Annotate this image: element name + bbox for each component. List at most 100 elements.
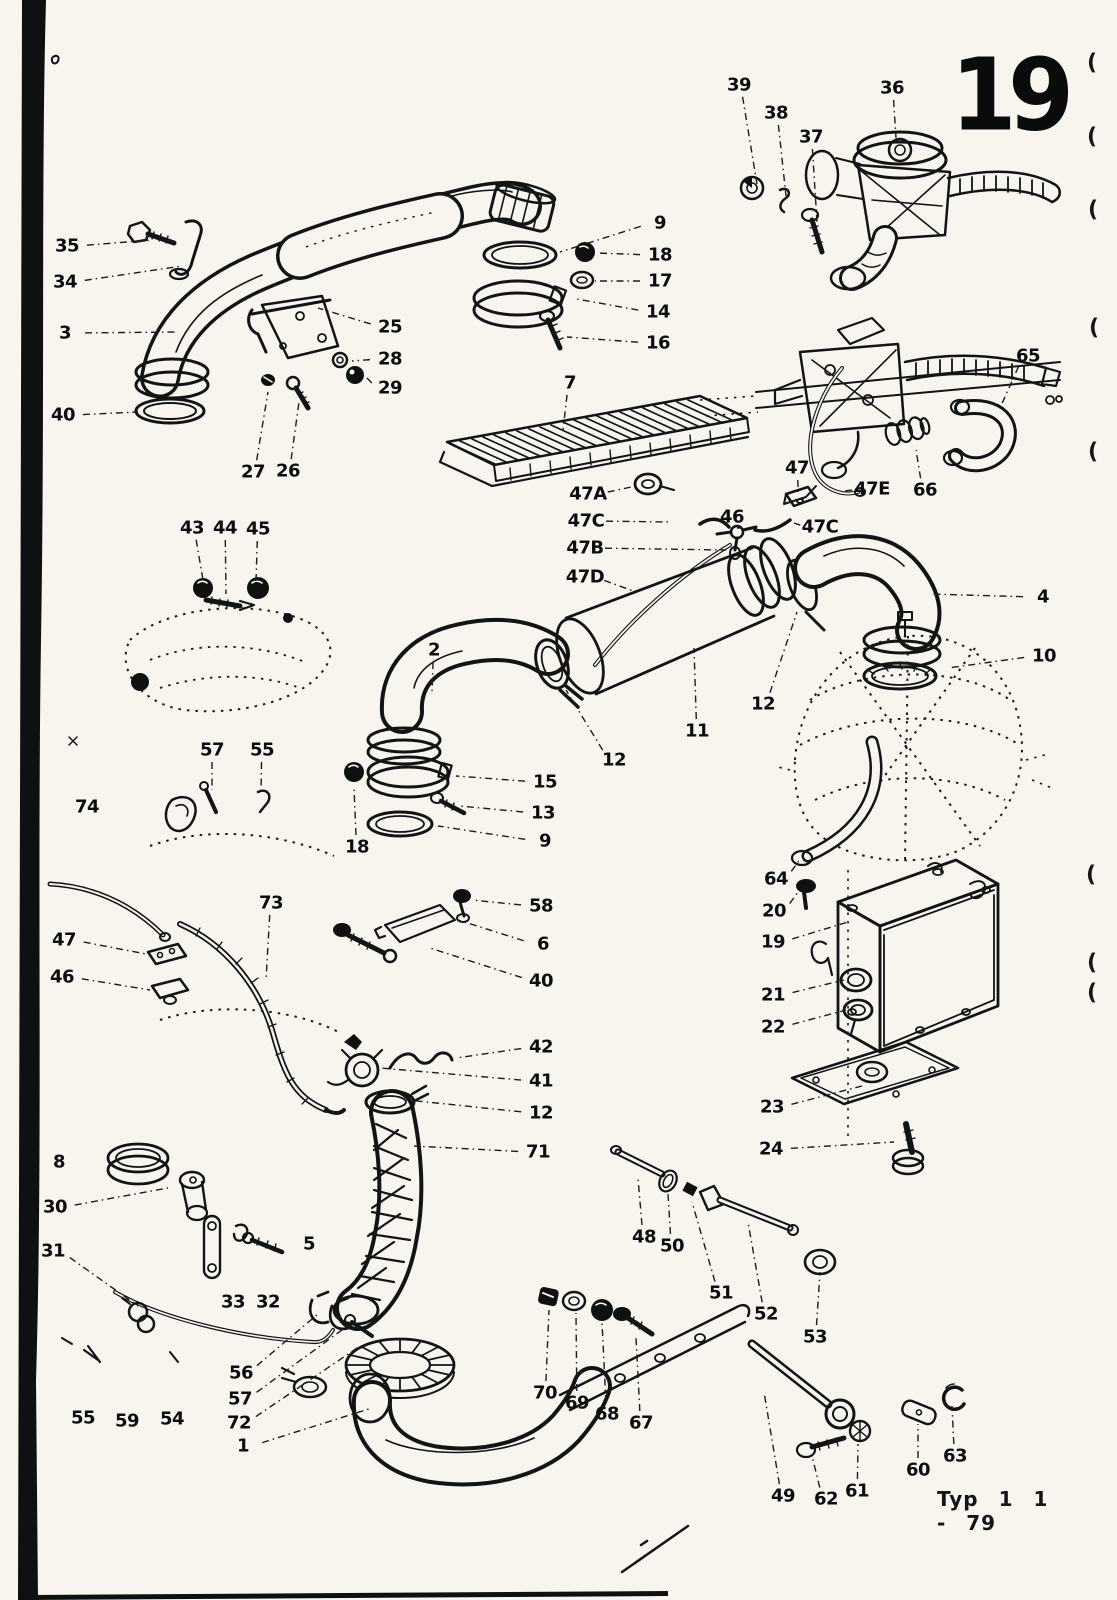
part-label-39: 39: [726, 74, 752, 96]
leader-line-47D: [603, 579, 637, 593]
part-label-46-mid: 46: [719, 506, 745, 528]
part-label-33: 33: [220, 1291, 246, 1313]
part-label-41: 41: [528, 1070, 554, 1092]
part-label-46-left: 46: [49, 966, 75, 988]
part-label-16: 16: [645, 332, 671, 354]
part-label-6: 6: [536, 933, 550, 955]
carburetor-assembly-mid: [593, 316, 1063, 667]
leader-line-39: [741, 96, 758, 185]
leader-line-26: [290, 401, 300, 460]
leader-line-21: [792, 979, 845, 994]
part-label-23: 23: [759, 1096, 785, 1118]
part-label-35: 35: [54, 235, 80, 257]
leader-line-43: [195, 539, 204, 581]
part-label-15: 15: [532, 771, 558, 793]
part-label-55-up: 55: [249, 739, 275, 761]
leader-line-56: [256, 1313, 319, 1367]
part-label-49: 49: [770, 1485, 796, 1507]
part-label-57-low: 57: [227, 1388, 253, 1410]
binding-mark-4: (: [1087, 439, 1099, 465]
part-label-40-mid: 40: [528, 970, 554, 992]
part-label-43: 43: [179, 517, 205, 539]
part-label-18-mid: 18: [344, 836, 370, 858]
part-label-18-top: 18: [647, 244, 673, 266]
leader-line-69: [575, 1312, 578, 1392]
part-label-12-mid: 12: [601, 749, 627, 771]
bracket-box-19-group: [790, 858, 1000, 1176]
leader-line-47C-left: [605, 520, 669, 523]
part-label-53: 53: [802, 1326, 828, 1348]
part-label-8: 8: [52, 1151, 66, 1173]
part-label-25: 25: [377, 316, 403, 338]
leader-line-70: [545, 1309, 550, 1382]
part-label-66: 66: [912, 479, 938, 501]
leader-line-46-left: [81, 978, 151, 991]
part-label-62: 62: [813, 1488, 839, 1510]
binding-mark-3: (: [1088, 315, 1100, 341]
part-label-61: 61: [844, 1480, 870, 1502]
part-label-34: 34: [52, 271, 78, 293]
part-label-31: 31: [40, 1240, 66, 1262]
part-label-57-up: 57: [199, 739, 225, 761]
part-label-2: 2: [427, 639, 441, 661]
fan-shroud-dotted: [773, 611, 1053, 1140]
leader-line-31: [69, 1256, 139, 1307]
leader-line-18-mid: [353, 787, 357, 836]
leader-line-20: [789, 891, 799, 904]
leader-line-48: [637, 1177, 643, 1226]
elbow-71-group: [113, 1084, 751, 1487]
part-label-37: 37: [798, 126, 824, 148]
fuel-line-group: [610, 1145, 837, 1276]
part-label-20: 20: [761, 900, 787, 922]
leader-line-55-up: [260, 761, 263, 793]
part-label-30: 30: [42, 1196, 68, 1218]
leader-line-35: [86, 239, 153, 246]
section-number: 19: [950, 36, 1074, 154]
binding-mark-5: (: [1085, 862, 1097, 888]
part-label-9-mid: 9: [538, 830, 552, 852]
part-label-42: 42: [528, 1036, 554, 1058]
part-label-9-top: 9: [653, 212, 667, 234]
leader-line-27: [255, 391, 269, 461]
air-filter-element-7: [438, 394, 750, 488]
bottom-hardware-group: [538, 1287, 966, 1459]
part-label-5: 5: [302, 1233, 316, 1255]
part-label-54: 54: [159, 1408, 185, 1430]
leader-line-4: [929, 593, 1024, 598]
part-label-12-low: 12: [528, 1102, 554, 1124]
part-label-21: 21: [760, 984, 786, 1006]
part-label-38: 38: [763, 102, 789, 124]
mid-intake-pipe-group: [344, 534, 942, 838]
part-label-70: 70: [532, 1382, 558, 1404]
leader-line-71: [413, 1145, 519, 1153]
part-label-47-left: 47: [51, 929, 77, 951]
leader-line-61: [856, 1443, 859, 1480]
leader-line-1: [261, 1407, 373, 1444]
leader-line-67: [635, 1337, 641, 1412]
cable-73-group: [47, 607, 346, 1115]
part-label-7: 7: [563, 372, 577, 394]
part-label-67: 67: [628, 1412, 654, 1434]
part-label-47A: 47A: [569, 483, 607, 505]
part-label-60: 60: [905, 1459, 931, 1481]
leader-line-57-low: [256, 1329, 343, 1393]
leader-line-37: [811, 148, 818, 223]
leader-line-66: [915, 449, 922, 479]
leader-line-47C-right: [793, 522, 801, 526]
carburetor-assembly-36: [739, 130, 1061, 291]
part-label-32: 32: [255, 1291, 281, 1313]
part-label-11: 11: [684, 720, 710, 742]
leader-line-18-top: [596, 252, 641, 256]
part-label-65: 65: [1015, 345, 1041, 367]
leader-line-9-top: [559, 225, 642, 253]
part-label-13: 13: [530, 802, 556, 824]
part-label-40-top: 40: [50, 404, 76, 426]
binding-mark-6: (: [1086, 950, 1098, 976]
left-lower-parts: [61, 1142, 285, 1364]
part-label-47B: 47B: [566, 537, 604, 559]
part-label-63: 63: [942, 1445, 968, 1467]
leader-line-44: [224, 539, 227, 595]
leader-line-41: [379, 1067, 522, 1081]
